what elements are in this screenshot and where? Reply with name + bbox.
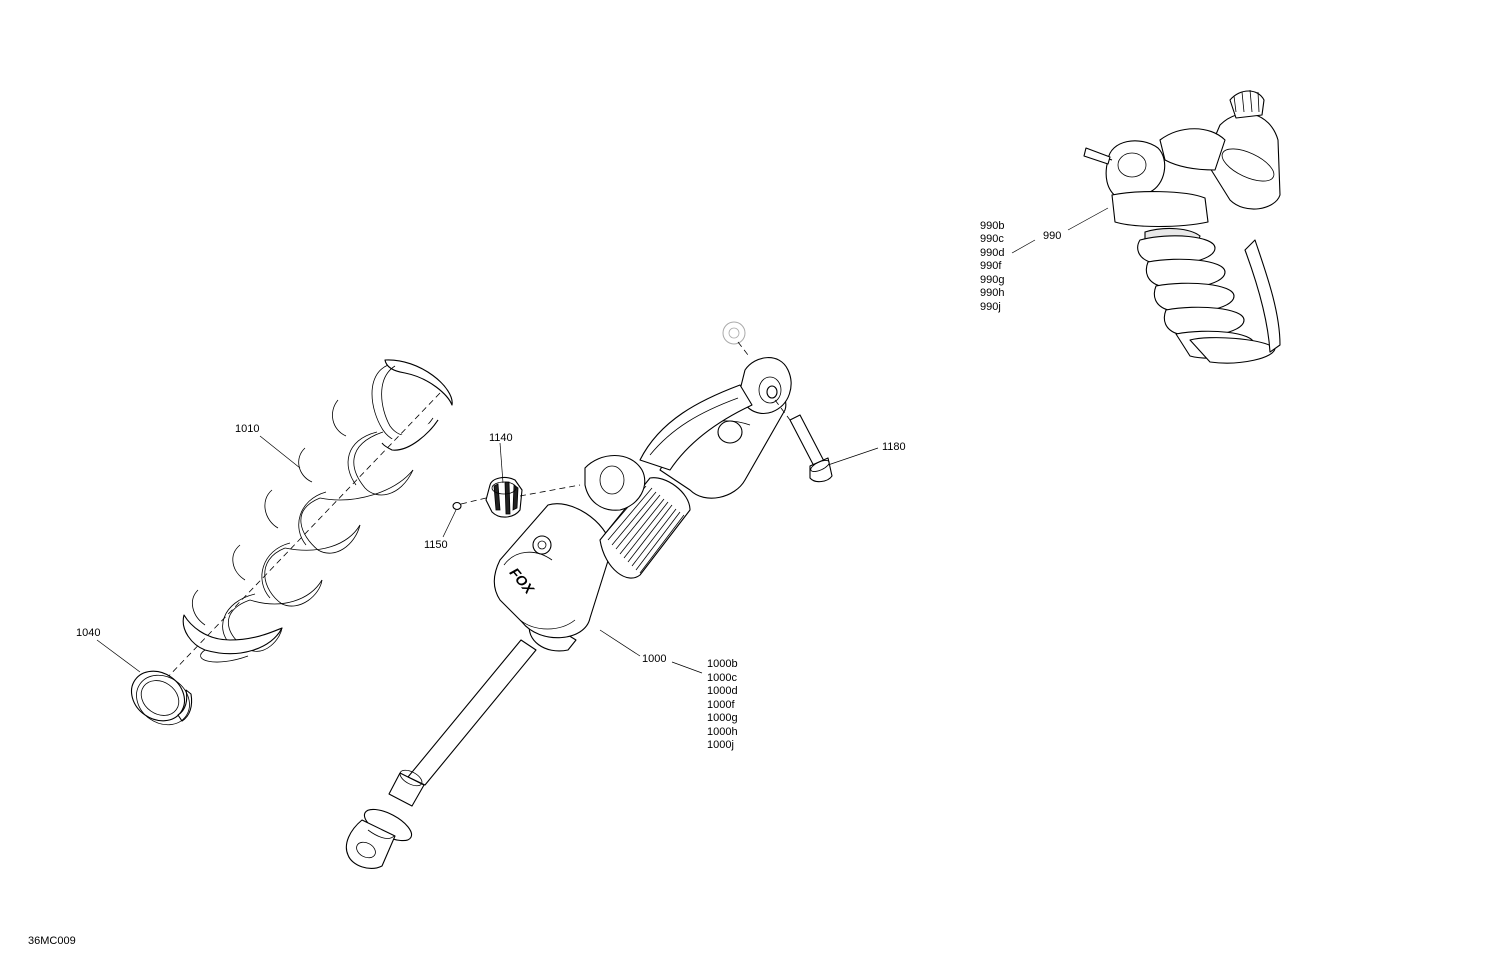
callout-1010: 1010 bbox=[235, 423, 259, 435]
callout-1000: 1000 bbox=[642, 653, 666, 665]
variant-990-4: 990g bbox=[980, 274, 1004, 286]
adjuster-knob-1140[interactable] bbox=[485, 476, 581, 518]
drawing-id: 36MC009 bbox=[28, 935, 76, 947]
variant-list-990: 990b 990c 990d 990f 990g 990h 990j bbox=[980, 220, 1004, 313]
variant-list-1000: 1000b 1000c 1000d 1000f 1000g 1000h 1000… bbox=[707, 658, 738, 751]
shock-absorber-1000[interactable]: FOX bbox=[345, 357, 792, 869]
variant-1000-2: 1000d bbox=[707, 685, 738, 697]
variant-990-0: 990b bbox=[980, 220, 1004, 232]
variant-990-6: 990j bbox=[980, 301, 1001, 313]
variant-990-1: 990c bbox=[980, 233, 1004, 245]
callout-1180: 1180 bbox=[882, 441, 906, 453]
leader-lines bbox=[96, 207, 1109, 674]
shock-assembly-990[interactable] bbox=[1083, 89, 1281, 364]
callout-1040: 1040 bbox=[76, 627, 100, 639]
variant-990-5: 990h bbox=[980, 287, 1004, 299]
spring-seat-ring-1040[interactable] bbox=[122, 661, 199, 735]
variant-1000-0: 1000b bbox=[707, 658, 738, 670]
variant-1000-4: 1000g bbox=[707, 712, 738, 724]
variant-990-2: 990d bbox=[980, 247, 1004, 259]
variant-1000-6: 1000j bbox=[707, 739, 734, 751]
variant-990-3: 990f bbox=[980, 260, 1002, 272]
bolt-1180[interactable] bbox=[774, 399, 833, 483]
variant-1000-1: 1000c bbox=[707, 672, 737, 684]
callout-990: 990 bbox=[1043, 230, 1061, 242]
bushing[interactable] bbox=[722, 321, 749, 356]
callout-1140: 1140 bbox=[489, 432, 513, 444]
variant-1000-5: 1000h bbox=[707, 726, 738, 738]
screw-1150[interactable] bbox=[452, 497, 487, 511]
coil-spring-1010[interactable] bbox=[164, 359, 453, 681]
variant-1000-3: 1000f bbox=[707, 699, 735, 711]
callout-1150: 1150 bbox=[424, 539, 448, 551]
